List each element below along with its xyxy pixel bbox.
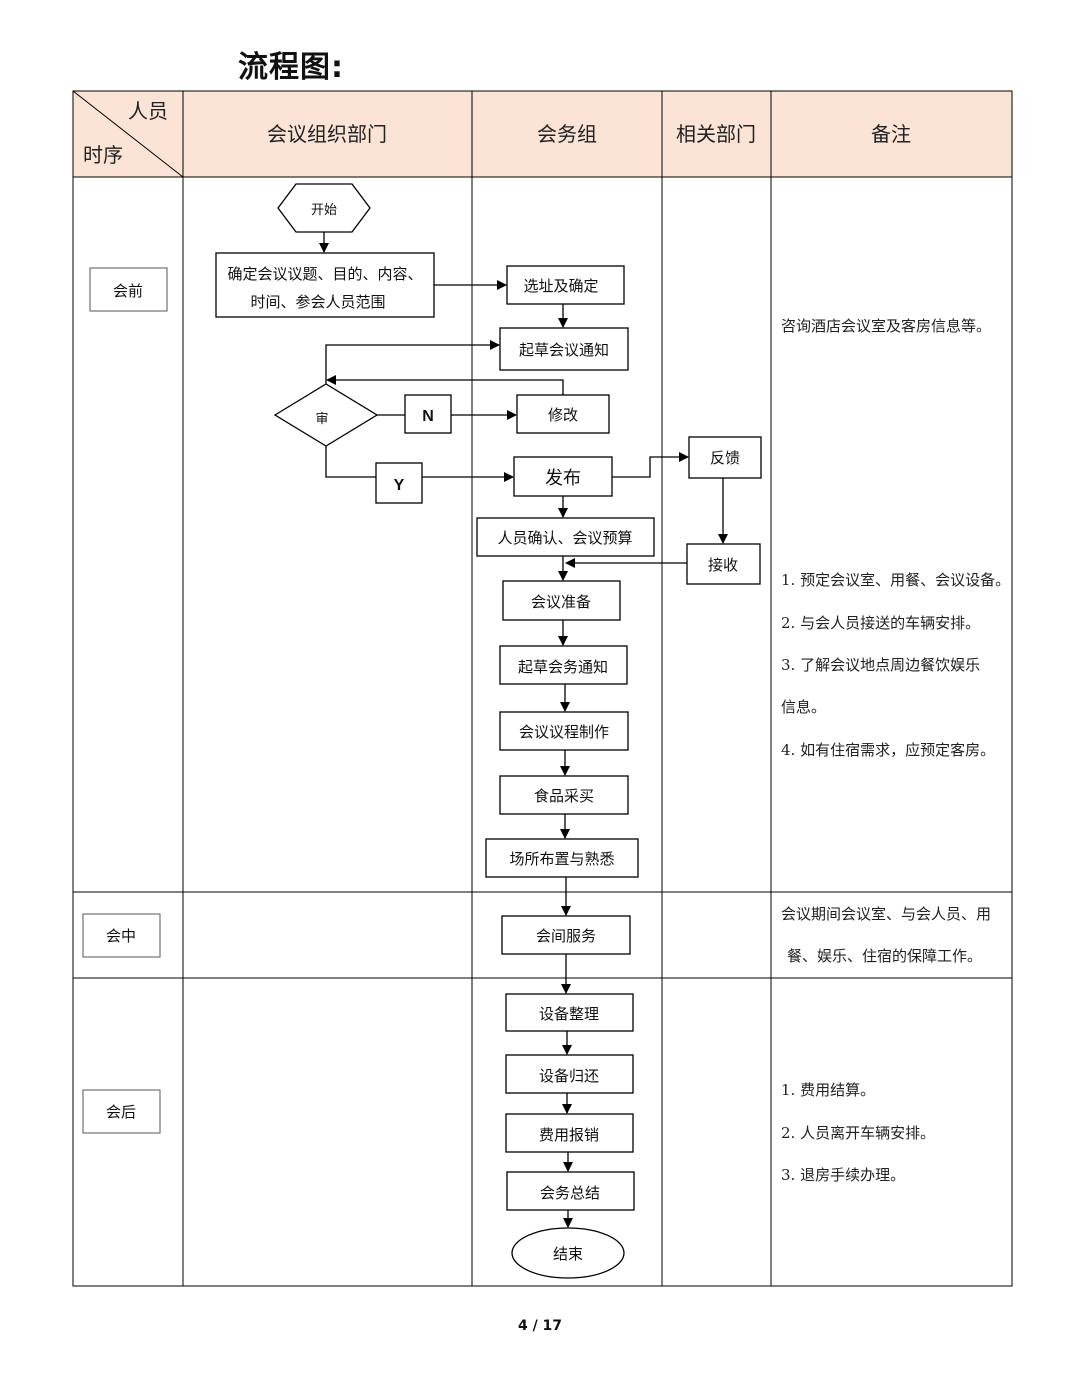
- note-mid-line1: 会议期间会议室、与会人员、用: [781, 905, 991, 923]
- note-pre-item: 2. 与会人员接送的车辆安排。: [781, 614, 980, 632]
- confirm-topic-line2: 时间、参会人员范围: [250, 293, 385, 311]
- corner-diagonal: [72, 90, 184, 178]
- phase-box-pre: [89, 267, 168, 312]
- no-label: N: [422, 408, 434, 425]
- site-selection-label: 选址及确定: [523, 277, 598, 295]
- note-pre-hotel: 咨询酒店会议室及客房信息等。: [781, 317, 991, 335]
- note-pre-item: 1. 预定会议室、用餐、会议设备。: [781, 571, 1010, 589]
- column-header-affairs: 会务组: [537, 122, 597, 146]
- no-box: [404, 394, 452, 434]
- expense-label: 费用报销: [539, 1126, 599, 1144]
- agenda-label: 会议议程制作: [519, 723, 609, 741]
- column-header-related: 相关部门: [676, 122, 756, 146]
- note-post-item: 2. 人员离开车辆安排。: [781, 1124, 935, 1142]
- draft-notice-box: [499, 327, 629, 371]
- summary-box: [506, 1171, 635, 1211]
- confirm-topic-line1: 确定会议议题、目的、内容、: [227, 265, 422, 283]
- equip-sort-label: 设备整理: [539, 1005, 599, 1023]
- feedback-box: [688, 436, 762, 479]
- summary-label: 会务总结: [540, 1184, 600, 1202]
- yes-box: [375, 462, 423, 504]
- venue-box: [485, 838, 639, 878]
- service-box: [501, 915, 631, 955]
- page-title: 流程图:: [238, 50, 344, 85]
- corner-top-label: 人员: [128, 99, 168, 123]
- yes-label: Y: [394, 477, 405, 494]
- end-label: 结束: [553, 1245, 583, 1263]
- service-label: 会间服务: [536, 927, 596, 945]
- equip-return-box: [505, 1054, 634, 1094]
- confirm-budget-box: [476, 517, 655, 557]
- end-node: [511, 1227, 625, 1279]
- note-pre-item: 4. 如有住宿需求，应预定客房。: [781, 741, 995, 759]
- food-label: 食品采买: [534, 787, 594, 805]
- page-number: 4 / 17: [517, 1318, 563, 1334]
- phase-box-post: [82, 1089, 161, 1134]
- column-header-organizer: 会议组织部门: [267, 122, 387, 146]
- phase-label-mid: 会中: [106, 927, 136, 945]
- publish-box: [513, 456, 613, 497]
- start-label: 开始: [311, 203, 337, 218]
- note-mid-line2: 餐、娱乐、住宿的保障工作。: [787, 947, 982, 965]
- note-post-item: 1. 费用结算。: [781, 1081, 875, 1099]
- expense-box: [505, 1113, 634, 1153]
- publish-label: 发布: [545, 468, 581, 489]
- receive-box: [686, 543, 761, 585]
- draft-affairs-box: [499, 645, 628, 685]
- draft-affairs-label: 起草会务通知: [518, 658, 608, 676]
- prepare-label: 会议准备: [531, 593, 591, 611]
- note-pre-item: 3. 了解会议地点周边餐饮娱乐: [781, 656, 980, 674]
- corner-bottom-label: 时序: [83, 143, 123, 167]
- prepare-box: [502, 580, 621, 621]
- start-node: [277, 183, 371, 233]
- review-label: 审: [315, 412, 328, 427]
- note-post-item: 3. 退房手续办理。: [781, 1166, 905, 1184]
- phase-box-mid: [82, 913, 161, 958]
- food-box: [499, 775, 629, 815]
- equip-sort-box: [505, 993, 634, 1032]
- site-selection-box: [506, 265, 625, 305]
- agenda-box: [499, 711, 629, 751]
- draft-notice-label: 起草会议通知: [519, 341, 609, 359]
- equip-return-label: 设备归还: [539, 1067, 599, 1085]
- phase-label-pre: 会前: [113, 282, 143, 300]
- header-row: [73, 91, 1012, 177]
- receive-label: 接收: [708, 556, 738, 574]
- confirm-budget-label: 人员确认、会议预算: [497, 529, 632, 547]
- phase-label-post: 会后: [106, 1103, 136, 1121]
- note-pre-item: 信息。: [781, 698, 826, 716]
- modify-label: 修改: [548, 406, 578, 424]
- column-header-notes: 备注: [871, 122, 911, 146]
- confirm-topic-box: [215, 252, 435, 318]
- venue-label: 场所布置与熟悉: [509, 850, 614, 868]
- feedback-label: 反馈: [710, 449, 740, 467]
